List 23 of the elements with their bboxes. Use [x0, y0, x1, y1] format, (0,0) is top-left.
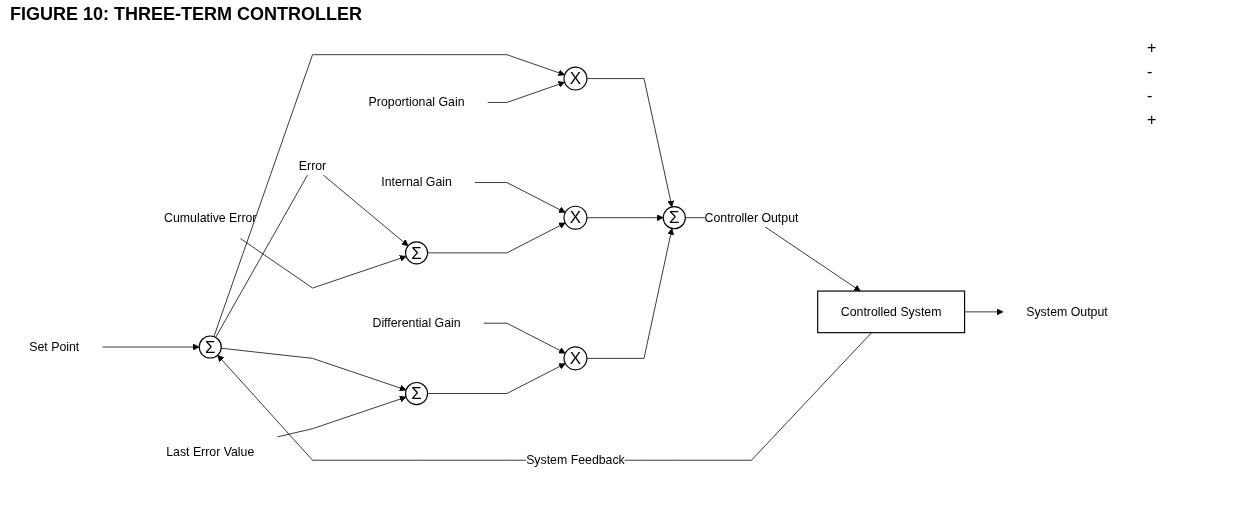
edge-label: System Feedback	[526, 453, 625, 467]
edge-label: Controller Output	[704, 210, 799, 224]
node-text: System Output	[1026, 304, 1108, 319]
node-text: Differential Gain	[372, 316, 461, 330]
node-text: Proportional Gain	[368, 95, 465, 109]
node-circle: Σ	[662, 206, 686, 230]
node-box: Controlled System	[817, 290, 966, 334]
sign-label: +	[1147, 111, 1158, 129]
sign-label: -	[1147, 87, 1154, 105]
node-text: Internal Gain	[381, 175, 452, 189]
node-circle: Σ	[404, 241, 429, 265]
node-circle: X	[563, 66, 588, 91]
node-circle: X	[563, 346, 588, 371]
node-circle: Σ	[198, 335, 222, 359]
node-text: Set Point	[29, 340, 80, 354]
node-circle: X	[563, 205, 588, 230]
node-circle: Σ	[404, 381, 429, 406]
sign-label: +	[1147, 39, 1158, 57]
node-text: Last Error Value	[166, 445, 255, 459]
figure-title: FIGURE 10: THREE-TERM CONTROLLER	[10, 4, 362, 25]
sign-label: -	[1147, 63, 1154, 81]
edge-label: Error	[298, 159, 327, 173]
node-text: Cumulative Error	[164, 210, 257, 224]
